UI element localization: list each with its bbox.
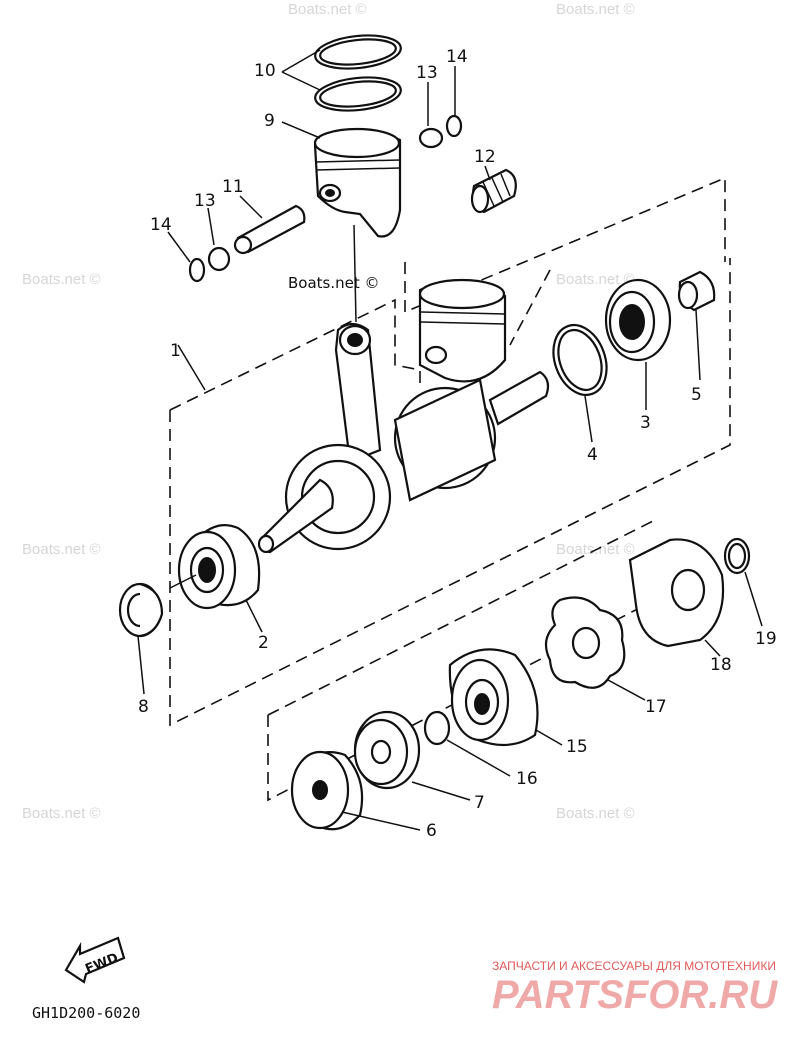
part-label-12: 12 bbox=[474, 147, 496, 167]
part-label-18: 18 bbox=[710, 655, 732, 675]
watermark-text: Boats.net © bbox=[556, 805, 635, 822]
part-label-6: 6 bbox=[426, 821, 437, 841]
part-label-4: 4 bbox=[587, 445, 598, 465]
brand-name: PARTSFOR.RU bbox=[492, 973, 778, 1017]
part-label-10: 10 bbox=[254, 61, 276, 81]
watermark-text: Boats.net © bbox=[556, 1, 635, 18]
part-label-13-top: 13 bbox=[416, 63, 438, 83]
part-label-14-top: 14 bbox=[446, 47, 468, 67]
crank-bearing-right bbox=[552, 270, 716, 396]
part-label-11: 11 bbox=[222, 177, 244, 197]
watermark-text: Boats.net © bbox=[22, 805, 101, 822]
assembly-outlines bbox=[169, 176, 731, 802]
watermark-text: Boats.net © bbox=[22, 541, 101, 558]
part-label-17: 17 bbox=[645, 697, 667, 717]
part-label-3: 3 bbox=[640, 413, 651, 433]
part-labels: 1 2 3 4 5 6 7 8 9 10 11 12 13 13 14 14 1… bbox=[138, 47, 777, 841]
watermark-text: Boats.net © bbox=[556, 271, 635, 288]
brand-logo: ЗАПЧАСТИ И АКСЕССУАРЫ ДЛЯ МОТОТЕХНИКИ PA… bbox=[492, 959, 778, 1017]
part-label-19: 19 bbox=[755, 629, 777, 649]
piston-rings bbox=[314, 34, 402, 112]
part-label-7: 7 bbox=[474, 793, 485, 813]
part-label-5: 5 bbox=[691, 385, 702, 405]
diagram-code: GH1D200-6020 bbox=[32, 1004, 140, 1022]
piston bbox=[313, 127, 402, 238]
watermarks: Boats.net © Boats.net © Boats.net © Boat… bbox=[22, 1, 635, 822]
part-label-16: 16 bbox=[516, 769, 538, 789]
brand-tagline: ЗАПЧАСТИ И АКСЕССУАРЫ ДЛЯ МОТОТЕХНИКИ bbox=[492, 959, 776, 973]
part-label-14-left: 14 bbox=[150, 215, 172, 235]
leader-lines bbox=[137, 49, 763, 831]
crank-bearing-left bbox=[118, 523, 261, 638]
fwd-arrow: FWD bbox=[64, 936, 126, 984]
needle-bearing bbox=[470, 168, 517, 214]
watermark-text: Boats.net © bbox=[22, 271, 101, 288]
coupling-parts bbox=[290, 537, 751, 831]
part-label-15: 15 bbox=[566, 737, 588, 757]
crankshaft-assembly bbox=[257, 278, 550, 554]
part-label-13-left: 13 bbox=[194, 191, 216, 211]
part-label-2: 2 bbox=[258, 633, 269, 653]
part-label-9: 9 bbox=[264, 111, 275, 131]
watermark-text: Boats.net © bbox=[288, 1, 367, 18]
piston-pin-clips bbox=[188, 114, 463, 283]
center-watermark: Boats.net © bbox=[288, 274, 380, 292]
part-label-8: 8 bbox=[138, 697, 149, 717]
part-label-1: 1 bbox=[170, 341, 181, 361]
